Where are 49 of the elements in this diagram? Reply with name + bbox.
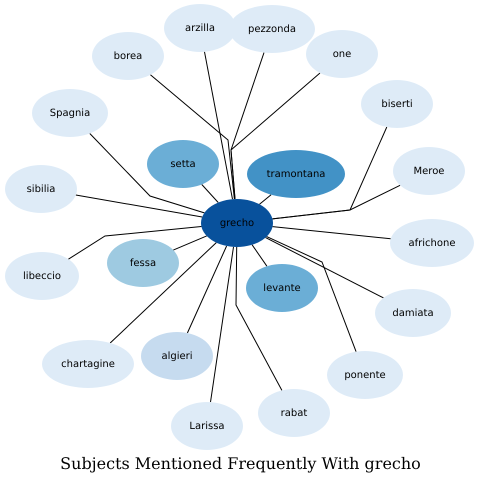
topic-label: ponente	[344, 370, 386, 380]
topic-label: chartagine	[61, 358, 115, 370]
connector-line	[68, 226, 202, 260]
topic-label: libeccio	[23, 270, 61, 282]
connector-line	[201, 184, 219, 203]
topic-ellipse	[147, 140, 219, 188]
topic-label: Meroe	[414, 166, 444, 176]
connector-line	[186, 246, 228, 334]
connector-line	[252, 244, 268, 267]
topic-ellipse	[375, 289, 451, 337]
topic-label: tramontana	[266, 168, 326, 180]
topic-label: grecho	[220, 218, 254, 228]
connector-line	[230, 72, 320, 200]
connector-line	[272, 184, 401, 220]
connector-line	[259, 194, 272, 205]
topic-ellipse	[141, 332, 213, 380]
connector-line	[236, 246, 282, 391]
topic-label: borea	[114, 50, 142, 62]
topic-label: africhone	[408, 238, 456, 248]
topic-label: arzilla	[185, 22, 215, 34]
chart-title: Subjects Mentioned Frequently With grecho	[59, 454, 422, 473]
topic-ellipse	[201, 199, 273, 247]
connector-line	[75, 194, 203, 218]
topic-label: pezzonda	[248, 24, 296, 34]
topic-label: rabat	[280, 408, 308, 418]
connector-line	[150, 74, 235, 200]
topic-label: Spagnia	[50, 108, 90, 118]
topic-label: biserti	[381, 98, 413, 110]
topic-ellipse	[107, 239, 179, 287]
connector-line	[204, 51, 233, 200]
connector-line	[89, 133, 205, 214]
topic-ellipse	[92, 32, 164, 80]
connector-line	[272, 226, 392, 240]
topic-ellipse	[246, 264, 318, 312]
connector-line	[265, 237, 384, 298]
topic-label: levante	[263, 282, 301, 294]
topic-label: setta	[170, 158, 196, 170]
topic-label: damiata	[392, 308, 434, 318]
connector-line	[210, 246, 234, 403]
connector-line	[266, 236, 357, 352]
topic-label: Larissa	[189, 420, 225, 432]
topic-label: sibilia	[26, 184, 56, 194]
topic-label: one	[332, 48, 352, 60]
topic-ellipse	[393, 147, 465, 195]
topic-label: algieri	[161, 350, 193, 362]
connector-line	[110, 242, 217, 344]
topic-label: fessa	[130, 258, 156, 268]
connector-line	[172, 235, 208, 251]
topic-ellipse	[164, 4, 236, 52]
